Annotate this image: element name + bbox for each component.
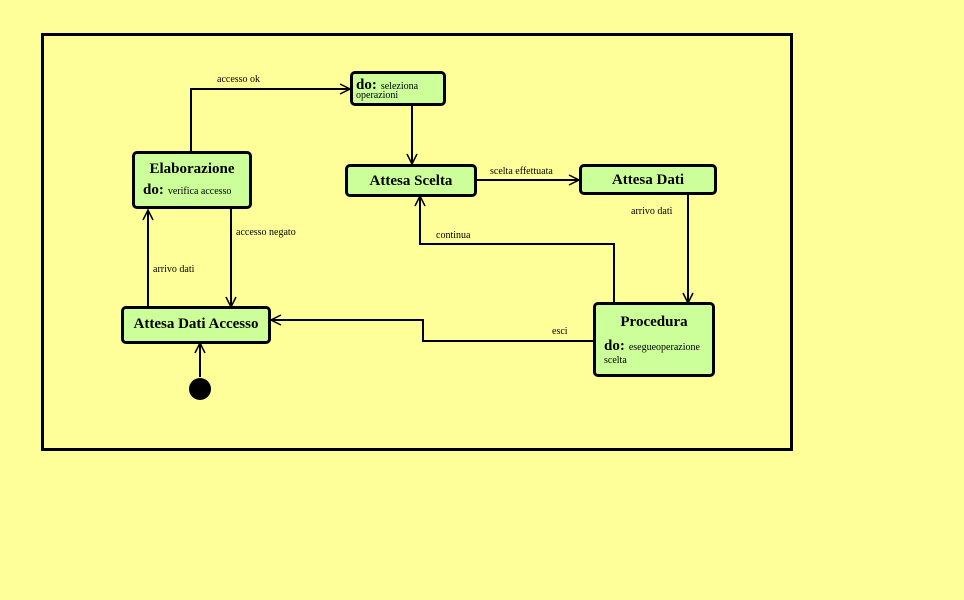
label-arrivo-dati-left: arrivo dati [153,264,195,275]
initial-state [189,378,211,400]
label-accesso-negato: accesso negato [236,227,296,238]
activity-text: seleziona [380,81,419,92]
state-attesa-scelta[interactable]: Attesa Scelta [345,164,477,197]
state-name: Elaborazione [149,161,235,177]
label-accesso-ok: accesso ok [217,74,261,85]
label-esci: esci [552,326,568,337]
activity-text-line2: operazioni [356,90,399,101]
arrow-continua [420,196,615,303]
activity-text: verifica accesso [167,186,232,197]
state-seleziona-operazioni[interactable]: do: seleziona operazioni [350,71,446,106]
state-name: Attesa Dati Accesso [133,316,259,332]
do-keyword: do: [143,182,164,198]
state-name: Attesa Dati [611,172,685,188]
diagram-frame [41,33,793,451]
do-keyword: do: [356,77,377,93]
label-arrivo-dati-right: arrivo dati [631,206,673,217]
arrow-accesso-ok [190,89,350,152]
label-scelta-effettuata: scelta effettuata [490,166,553,177]
state-name: Attesa Scelta [369,173,453,189]
state-procedura[interactable]: Procedura do: esegueoperazione scelta [593,302,715,377]
arrow-esci [271,320,594,342]
state-attesa-dati[interactable]: Attesa Dati [579,164,717,195]
activity-text-line2: scelta [604,355,627,366]
state-attesa-dati-accesso[interactable]: Attesa Dati Accesso [121,306,271,344]
label-continua: continua [436,230,471,241]
do-keyword: do: [604,338,625,354]
activity-text: esegueoperazione [628,342,700,353]
state-name: Procedura [620,314,688,330]
state-elaborazione[interactable]: Elaborazione do: verifica accesso [132,151,252,209]
